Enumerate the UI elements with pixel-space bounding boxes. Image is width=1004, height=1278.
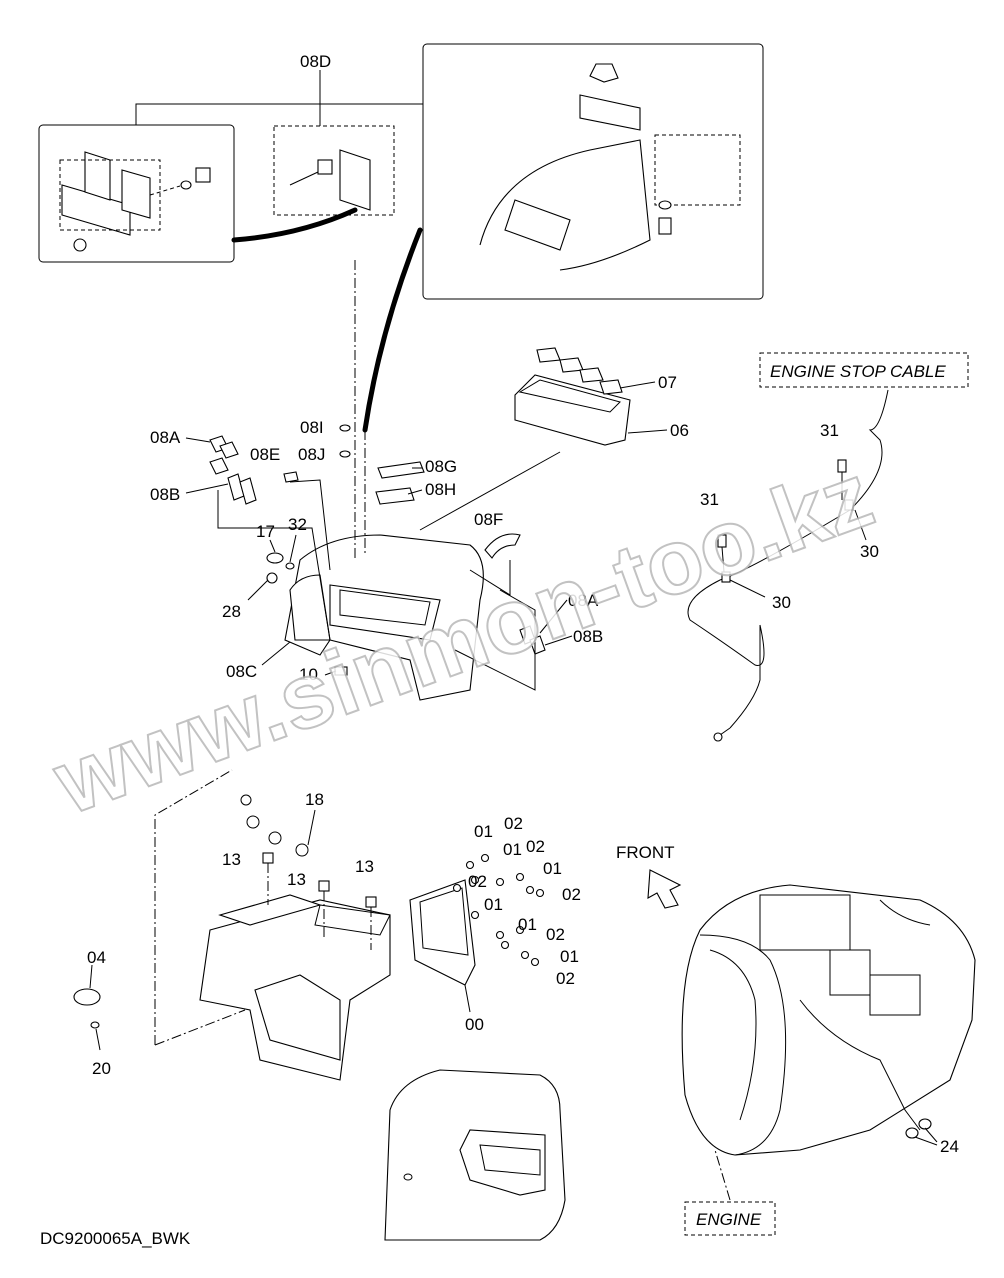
- callout-01-f: 01: [560, 947, 579, 966]
- callout-20: 20: [92, 1059, 111, 1078]
- callout-10: 10: [299, 665, 318, 684]
- callout-06: 06: [670, 421, 689, 440]
- callout-02-d: 02: [562, 885, 581, 904]
- small-parts-left: [209, 424, 546, 691]
- label-leaders: [95, 437, 938, 1146]
- plug-20: [90, 1021, 100, 1029]
- callout-17: 17: [256, 522, 275, 541]
- engine-stop-cable: [687, 352, 969, 742]
- plug-04: [73, 988, 101, 1006]
- callout-04: 04: [87, 948, 106, 967]
- callout-30-mid: 30: [772, 593, 791, 612]
- callout-labels: 08D 08A 08B 08E 08I 08J 08G 08H 08F 08A …: [87, 52, 959, 1156]
- callout-28: 28: [222, 602, 241, 621]
- callout-08e: 08E: [250, 445, 280, 464]
- callout-08j: 08J: [298, 445, 325, 464]
- callout-08b-right: 08B: [573, 627, 603, 646]
- detail-box-bracket: [38, 124, 235, 263]
- console-assembly: [284, 260, 561, 701]
- callout-01-a: 01: [474, 822, 493, 841]
- callout-08a-left: 08A: [150, 428, 181, 447]
- callout-01-e: 01: [518, 915, 537, 934]
- callout-08h: 08H: [425, 480, 456, 499]
- drawing-code: DC9200065A_BWK: [40, 1229, 191, 1248]
- callout-01-c: 01: [543, 859, 562, 878]
- callout-02-a: 02: [504, 814, 523, 833]
- callout-31-mid: 31: [700, 490, 719, 509]
- callout-13-b: 13: [287, 870, 306, 889]
- cab-outline: [384, 1069, 566, 1241]
- callout-08a-right: 08A: [568, 591, 599, 610]
- callout-01-d: 01: [484, 895, 503, 914]
- callout-02-e: 02: [546, 925, 565, 944]
- callout-08b-left: 08B: [150, 485, 180, 504]
- engine-label: ENGINE: [696, 1210, 762, 1229]
- callout-08d: 08D: [300, 52, 331, 71]
- front-arrow-icon: [647, 869, 682, 909]
- front-label: FRONT: [616, 843, 675, 862]
- callout-08c: 08C: [226, 662, 257, 681]
- engine-stop-cable-label: ENGINE STOP CABLE: [770, 362, 946, 381]
- callout-01-b: 01: [503, 840, 522, 859]
- callout-02-f: 02: [556, 969, 575, 988]
- callout-07: 07: [658, 373, 677, 392]
- lower-frame: [154, 769, 391, 1081]
- callout-08g: 08G: [425, 457, 457, 476]
- detail-box-08d: [135, 70, 423, 216]
- callout-30-top: 30: [860, 542, 879, 561]
- callout-08i: 08I: [300, 418, 324, 437]
- callout-18: 18: [305, 790, 324, 809]
- callout-00: 00: [465, 1015, 484, 1034]
- callout-31-top: 31: [820, 421, 839, 440]
- plate-00: [409, 853, 545, 986]
- engine-block: [681, 884, 976, 1236]
- callout-08f: 08F: [474, 510, 503, 529]
- leader-curve-left: [231, 207, 358, 243]
- callout-32: 32: [288, 515, 307, 534]
- callout-02-c: 02: [468, 872, 487, 891]
- callout-13-c: 13: [355, 857, 374, 876]
- detail-box-cover: [422, 43, 764, 300]
- callout-02-b: 02: [526, 837, 545, 856]
- callout-13-a: 13: [222, 850, 241, 869]
- switch-panel-06: [514, 347, 668, 446]
- leader-curve-right: [362, 227, 423, 433]
- callout-24: 24: [940, 1137, 959, 1156]
